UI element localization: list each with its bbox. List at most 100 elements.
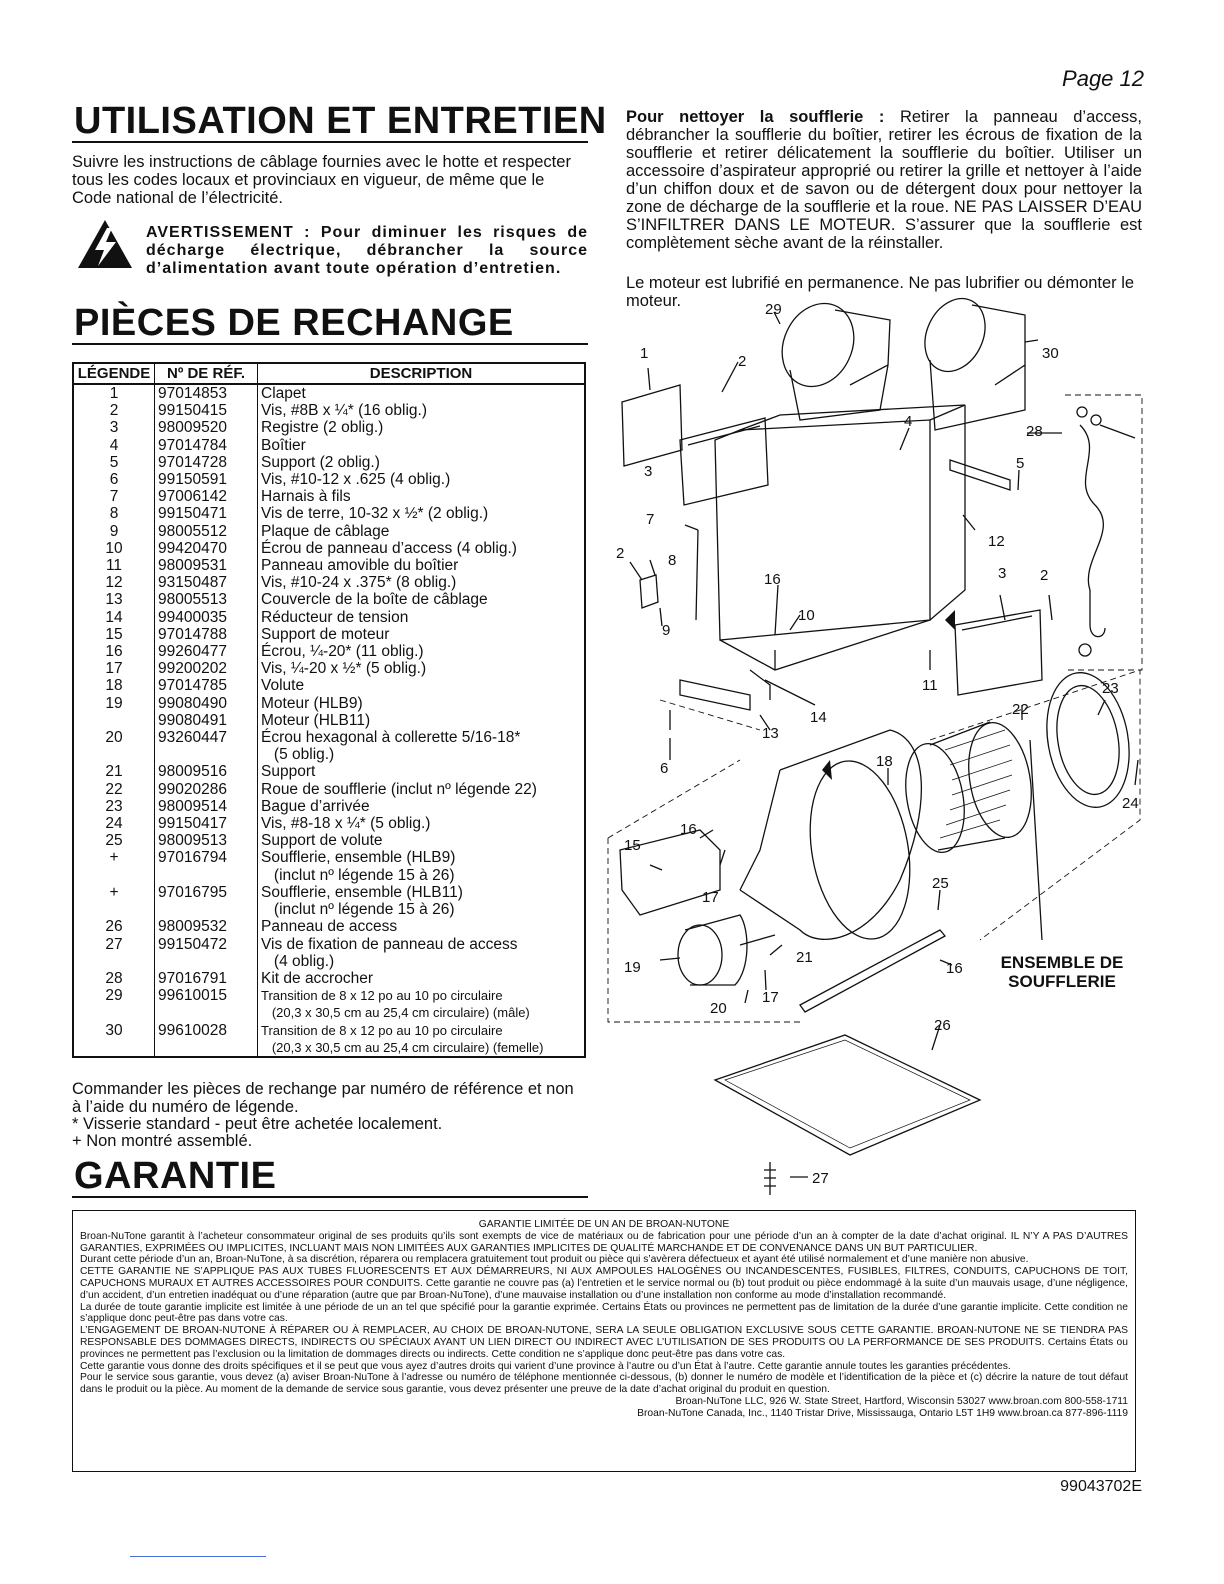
cell-description: Vis de fixation de panneau de access [257,935,586,953]
callout-label: 12 [988,533,1005,550]
callout-label: 23 [1102,680,1119,697]
cell-description: Vis, ¼-20 x ½* (5 oblig.) [257,660,586,678]
cell-ref-number: 99260477 [154,643,258,661]
cell-description: Vis, #10-24 x .375* (8 oblig.) [257,574,586,592]
cell-legend: 29 [72,987,155,1005]
motor-paragraph: Le moteur est lubrifié en permanence. Ne… [626,274,1135,310]
callout-label: 28 [1026,423,1043,440]
cell-description: Réducteur de tension [257,608,586,626]
address-us: Broan-NuTone LLC, 926 W. State Street, H… [675,1395,1128,1407]
callout-label: 17 [702,889,719,906]
column-header-ref: Nº DE RÉF. [154,362,258,385]
cell-legend [72,746,155,764]
cell-description: Kit de accrocher [257,969,586,988]
cell-description: Bague d’arrivée [257,797,586,816]
cell-legend: 30 [72,1021,155,1039]
document-number: 99043702E [1060,1478,1142,1495]
motor-support [619,829,721,916]
callout-label: 9 [662,622,670,639]
cell-ref-number [154,1038,258,1057]
callout-label: 19 [624,959,641,976]
cleaning-lead: Pour nettoyer la soufflerie : [626,108,885,126]
cell-description: Vis, #8-18 x ¼* (5 oblig.) [257,815,586,833]
cell-ref-number [154,746,258,764]
cell-legend: 13 [72,591,155,609]
cell-description: Harnais à fils [257,488,586,506]
cell-ref-number: 97006142 [154,488,258,506]
cell-description: Écrou hexagonal à collerette 5/16-18* [257,729,586,747]
callout-label: 18 [876,753,893,770]
callout-label: 16 [946,960,963,977]
cell-legend: 6 [72,471,155,489]
callout-label: 14 [810,709,827,726]
section-title-utilisation: UTILISATION ET ENTRETIEN [74,100,607,142]
cell-ref-number: 99080490 [154,694,258,712]
warranty-paragraph: Broan-NuTone garantit à l’acheteur conso… [80,1230,1128,1254]
cell-ref-number [154,1004,258,1022]
callout-label: 2 [616,545,624,562]
cell-legend: 27 [72,935,155,953]
cell-description: Support de moteur [257,625,586,644]
cell-legend: 4 [72,436,155,454]
cell-description: (20,3 x 30,5 cm au 25,4 cm circulaire) (… [257,1038,586,1057]
cell-description: Transition de 8 x 12 po au 10 po circula… [257,987,586,1005]
callout-label: 16 [680,821,697,838]
cell-description: Couvercle de la boîte de câblage [257,591,586,609]
cell-ref-number: 98009520 [154,419,258,437]
cell-ref-number: 99610015 [154,987,258,1005]
hardware-note: * Visserie standard - peut être achetée … [72,1115,443,1133]
assembly-note: + Non montré assemblé. [72,1132,253,1150]
damper-part [621,384,683,467]
cell-legend: 16 [72,643,155,661]
table-row: (inclut nº légende 15 à 26) [72,901,586,919]
blower-assembly-label-line1: ENSEMBLE DE [1000,953,1124,972]
callout-label: 20 [710,1000,727,1017]
column-header-legend: LÉGENDE [72,362,155,385]
cell-ref-number: 99610028 [154,1021,258,1039]
cell-ref-number [154,952,258,970]
cell-ref-number: 93260447 [154,729,258,747]
volute-part [739,729,922,941]
warranty-paragraph: Durant cette période d’un an, Broan-NuTo… [80,1254,1029,1266]
exploded-parts-diagram: 1 2 29 30 4 28 3 5 7 12 2 8 16 3 2 10 9 … [607,297,1143,1195]
cleaning-text: Retirer la panneau d’access, débrancher … [626,108,1143,252]
cell-legend [72,711,155,730]
cell-legend: 10 [72,539,155,558]
cell-ref-number: 99400035 [154,608,258,626]
table-row: (inclut nº légende 15 à 26) [72,866,586,884]
callout-label: 4 [904,413,912,430]
cell-ref-number: 97014784 [154,436,258,454]
callout-label: 15 [624,837,641,854]
cell-legend: 3 [72,419,155,437]
cell-ref-number: 98005513 [154,591,258,609]
address-canada: Broan-NuTone Canada, Inc., 1140 Tristar … [637,1407,1128,1419]
cell-description: Écrou de panneau d’access (4 oblig.) [257,539,586,558]
cell-legend: 19 [72,694,155,712]
cell-legend: 7 [72,488,155,506]
register-part [954,609,1043,696]
callout-label: 25 [932,875,949,892]
cell-ref-number: 99200202 [154,660,258,678]
cell-legend: 12 [72,574,155,592]
cell-legend: 9 [72,522,155,540]
cell-ref-number: 99080491 [154,711,258,730]
table-header-row: LÉGENDE Nº DE RÉF. DESCRIPTION [72,362,586,385]
callout-label: 17 [762,989,779,1006]
cell-ref-number: 93150487 [154,574,258,592]
column-header-description: DESCRIPTION [257,362,586,385]
cell-description: Plaque de câblage [257,522,586,540]
cell-description: Soufflerie, ensemble (HLB9) [257,849,586,867]
callout-label: 16 [764,571,781,588]
